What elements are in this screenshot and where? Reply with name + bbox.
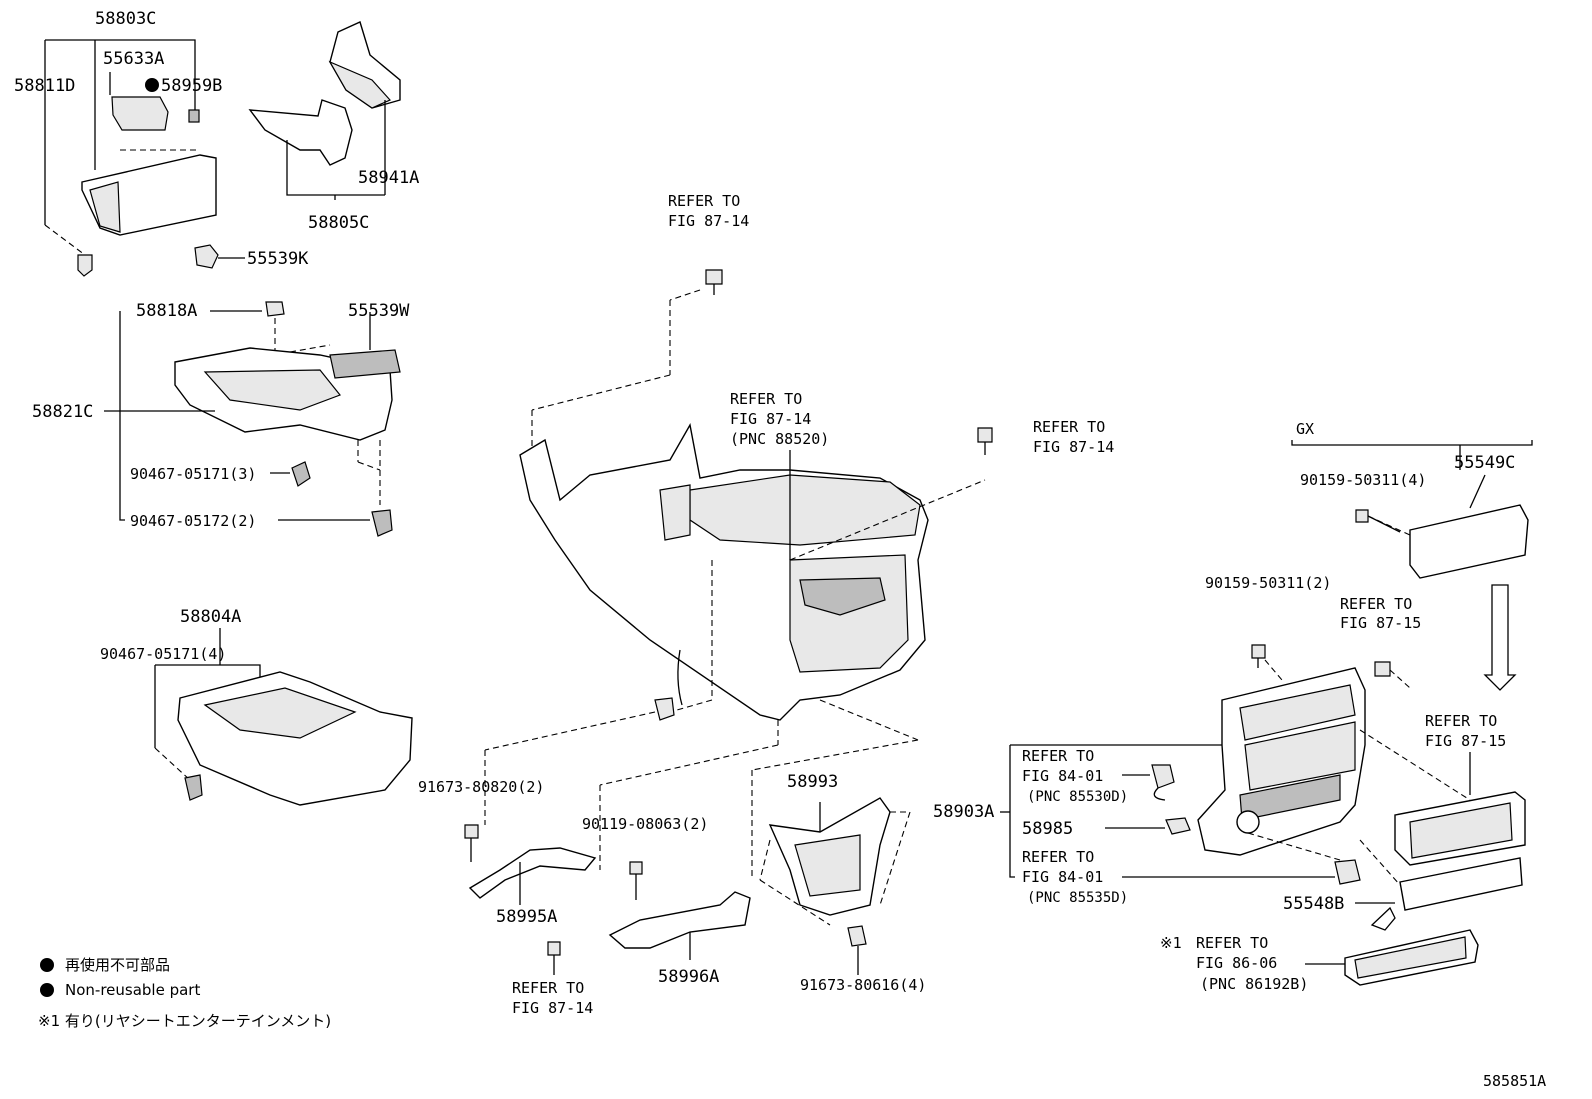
label-ref-mid-3: (PNC 88520) [730, 430, 829, 448]
label-90467-05172-2: 90467-05172(2) [130, 512, 256, 530]
label-ref-8401a-2: FIG 84-01 [1022, 767, 1103, 785]
label-ref-8401b-1: REFER TO [1022, 848, 1094, 866]
label-90159-50311-2: 90159-50311(2) [1205, 574, 1331, 592]
label-ref-8715b-1: REFER TO [1425, 712, 1497, 730]
legend-dot-en [40, 983, 54, 997]
label-ref-mid-1: REFER TO [730, 390, 802, 408]
part-55539k [194, 244, 245, 269]
label-ref-8715a-2: FIG 87-15 [1340, 614, 1421, 632]
label-90159-50311-4: 90159-50311(4) [1300, 471, 1426, 489]
label-ref-top-1: REFER TO [668, 192, 740, 210]
label-ref-right-2: FIG 87-14 [1033, 438, 1114, 456]
label-55539k: 55539K [247, 249, 309, 269]
part-58805c-group [248, 21, 401, 200]
label-58821c: 58821C [32, 402, 93, 422]
label-ref-right-1: REFER TO [1033, 418, 1105, 436]
part-labels: 58803C 55633A 58959B 58811D 58941A 58805… [14, 9, 1546, 1090]
label-90467-05171-4: 90467-05171(4) [100, 645, 226, 663]
label-58996a: 58996A [658, 967, 719, 987]
label-58995a: 58995A [496, 907, 557, 927]
label-90467-05171-3: 90467-05171(3) [130, 465, 256, 483]
label-55548b: 55548B [1283, 894, 1344, 914]
console-body [484, 269, 993, 880]
legend-note: ※1 有り(リヤシートエンターテインメント) [38, 1012, 331, 1030]
label-58903a: 58903A [933, 802, 994, 822]
label-55539w: 55539W [348, 301, 410, 321]
label-55549c: 55549C [1454, 453, 1515, 473]
part-58804a-group [154, 628, 413, 806]
label-ref-8401b-3: (PNC 85535D) [1027, 890, 1128, 906]
label-58805c: 58805C [308, 213, 369, 233]
label-ref-8401b-2: FIG 84-01 [1022, 868, 1103, 886]
label-58993: 58993 [787, 772, 838, 792]
label-58804a: 58804A [180, 607, 241, 627]
label-55633a: 55633A [103, 49, 164, 69]
label-diagram-id: 585851A [1483, 1072, 1546, 1090]
legend-dot-jp [40, 958, 54, 972]
label-gx: GX [1296, 420, 1314, 438]
label-ref-8606-1: REFER TO [1196, 934, 1268, 952]
non-reusable-dot-58959b [145, 78, 159, 92]
legend: 再使用不可部品 Non-reusable part ※1 有り(リヤシートエンタ… [38, 956, 331, 1030]
label-58803c: 58803C [95, 9, 156, 29]
label-91673-80616-4: 91673-80616(4) [800, 976, 926, 994]
label-ref-bot-1: REFER TO [512, 979, 584, 997]
label-ref-mid-2: FIG 87-14 [730, 410, 811, 428]
label-90119-08063-2: 90119-08063(2) [582, 815, 708, 833]
label-ref-top-2: FIG 87-14 [668, 212, 749, 230]
label-58941a: 58941A [358, 168, 419, 188]
part-58821c-group [104, 301, 401, 537]
part-58803c-group [44, 39, 217, 277]
part-58995a [464, 824, 597, 905]
part-58993 [759, 797, 911, 975]
label-ref-8715b-2: FIG 87-15 [1425, 732, 1506, 750]
label-58959b: 58959B [161, 76, 222, 96]
label-58818a: 58818A [136, 301, 197, 321]
legend-jp: 再使用不可部品 [65, 956, 170, 974]
label-ref-8401a-3: (PNC 85530D) [1027, 789, 1128, 805]
label-ref-bot-2: FIG 87-14 [512, 999, 593, 1017]
label-ref-8606-2: FIG 86-06 [1196, 954, 1277, 972]
part-58996a [547, 861, 751, 975]
legend-en: Non-reusable part [65, 981, 200, 999]
label-ref-8401a-1: REFER TO [1022, 747, 1094, 765]
label-ref-8606-3: (PNC 86192B) [1200, 975, 1308, 993]
label-note-mark: ※1 [1160, 934, 1182, 952]
label-58985: 58985 [1022, 819, 1073, 839]
label-91673-80820-2: 91673-80820(2) [418, 778, 544, 796]
label-58811d: 58811D [14, 76, 75, 96]
part-58903a-group [1000, 440, 1533, 986]
label-ref-8715a-1: REFER TO [1340, 595, 1412, 613]
